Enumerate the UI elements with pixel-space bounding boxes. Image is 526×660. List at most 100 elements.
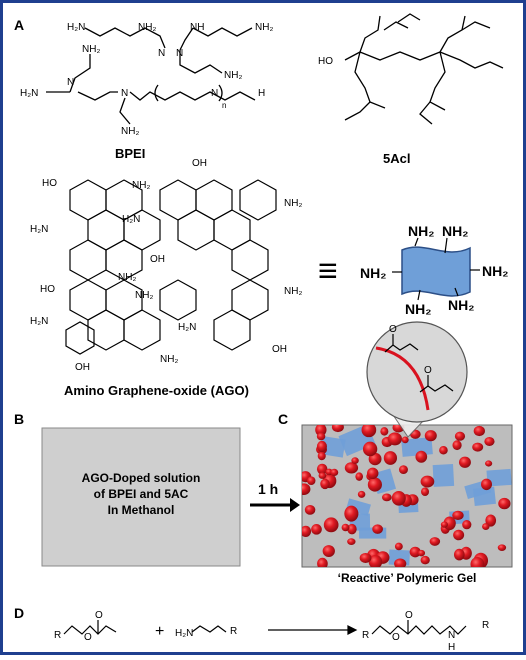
bpei-amine: H (258, 88, 265, 99)
zoom-inset: O O (366, 321, 468, 438)
gel-bead (359, 552, 372, 563)
gel-bead (452, 440, 462, 451)
gel-bead (485, 460, 493, 467)
gel-bead (347, 538, 356, 546)
reaction-arrow (250, 498, 300, 512)
acl-label: 5Acl (383, 151, 410, 166)
gel-bead (424, 430, 437, 442)
solution-line-1: AGO-Doped solution (82, 471, 201, 485)
gel-bead (368, 555, 383, 567)
gel-bead (323, 517, 339, 533)
ago-group: H₂N (122, 214, 140, 225)
gel-bead (401, 436, 409, 444)
solution-line-3: In Methanol (108, 503, 175, 517)
gel-bead (421, 487, 430, 497)
gel-bead (420, 475, 435, 488)
bpei-amine: N (176, 48, 183, 59)
ago-group: H₂N (30, 224, 48, 235)
acl-structure (344, 13, 504, 125)
gel-bead (318, 472, 327, 479)
arrow-label: 1 h (258, 481, 278, 497)
ago-group: H₂N (178, 322, 196, 333)
product-r-group-1: R (362, 630, 369, 641)
gel-bead (454, 431, 466, 441)
ago-group: OH (272, 344, 287, 355)
gel-bead (307, 476, 316, 486)
gel-bead (453, 529, 465, 541)
bpei-amine: N (67, 77, 74, 88)
sheet-amine: NH₂ (482, 263, 508, 279)
sheet-amine: NH₂ (408, 223, 434, 239)
gel-bead (357, 490, 366, 498)
gel-sheet (359, 527, 387, 539)
gel-bead (473, 425, 485, 437)
reaction-labels: R O O + H₂N R R O O N H R (54, 610, 489, 653)
sheet-amine: NH₂ (448, 297, 474, 313)
bpei-amine: N (211, 88, 218, 99)
gel-bead (367, 477, 382, 492)
gel-sheet (401, 437, 433, 457)
ago-group: OH (192, 158, 207, 169)
ago-group: OH (75, 362, 90, 373)
gel-bead (344, 462, 359, 474)
ago-structure (65, 179, 277, 355)
gel-bead (417, 549, 426, 557)
gel-bead (367, 467, 379, 480)
inset-oxygen: O (389, 324, 397, 335)
acl-atoms: HO (318, 56, 333, 67)
gel-bead (380, 427, 389, 436)
gel-bead (498, 497, 511, 510)
gel-bead (316, 432, 326, 441)
bpei-amine: N (121, 88, 128, 99)
product-ester-oxygen: O (392, 632, 400, 643)
gel-bead (481, 478, 492, 491)
ago-sheet-schematic (392, 237, 480, 301)
plus-sign: + (155, 623, 164, 640)
ago-group: HO (40, 284, 55, 295)
gel-bead (302, 483, 311, 496)
gel-bead (302, 525, 312, 537)
gel-bead (316, 463, 328, 475)
gel-beads (302, 425, 511, 567)
gel-bead (317, 451, 326, 461)
bpei-structure (46, 27, 256, 125)
gel-bead (322, 545, 335, 558)
gel-bead (470, 556, 485, 567)
ago-group: NH₂ (284, 286, 302, 297)
gel-bead (420, 555, 430, 565)
sheet-amine: NH₂ (442, 223, 468, 239)
gel-bead (485, 514, 497, 527)
gel-bead (398, 465, 408, 475)
gel-bead (317, 557, 328, 567)
bpei-amine: NH₂ (138, 22, 156, 33)
product-hydrogen: H (448, 642, 455, 653)
bpei-amine: NH₂ (121, 126, 139, 137)
ago-group: NH₂ (284, 198, 302, 209)
panel-label-a: A (14, 17, 24, 33)
gel-bead (361, 425, 377, 438)
ago-group: HO (42, 178, 57, 189)
gel-sheet (486, 468, 512, 487)
gel-bead (482, 523, 490, 531)
sheet-amine: NH₂ (360, 265, 386, 281)
bpei-amine: H₂N (20, 88, 38, 99)
bpei-label: BPEI (115, 146, 145, 161)
product-nitrogen: N (448, 630, 455, 641)
gel-bead (381, 493, 392, 502)
gel-bead (355, 472, 364, 481)
gel-bead (311, 524, 322, 535)
panel-label-c: C (278, 411, 288, 427)
gel-bead (347, 523, 357, 535)
gel-bead (394, 542, 403, 551)
bpei-amine: H₂N (67, 22, 85, 33)
gel-bead (316, 440, 327, 453)
ago-group: OH (150, 254, 165, 265)
reactant1-oxygen: O (84, 632, 92, 643)
ago-label: Amino Graphene-oxide (AGO) (64, 383, 249, 398)
gel-bead (458, 456, 471, 468)
ago-group: NH₂ (132, 180, 150, 191)
gel-bead (394, 558, 407, 567)
gel-caption: ‘Reactive’ Polymeric Gel (338, 571, 477, 585)
gel-bead (372, 524, 383, 534)
